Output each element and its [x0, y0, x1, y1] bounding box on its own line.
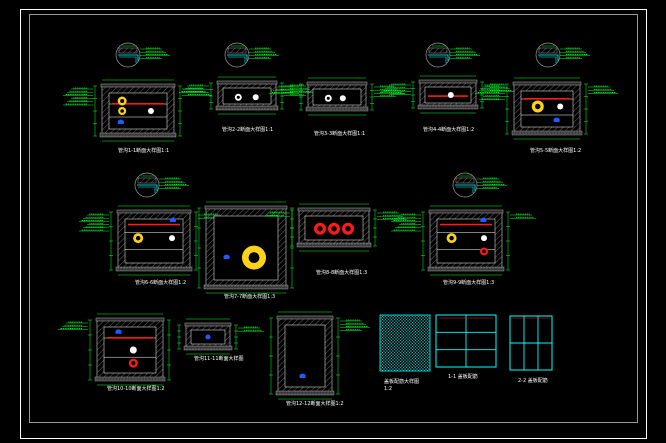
section-6-6 — [79, 172, 224, 276]
section-7-7 — [197, 201, 294, 294]
section-5-5 — [475, 42, 618, 140]
section-8-8 — [264, 203, 407, 252]
label-a4: 管沟4-4断面大样图1:2 — [423, 126, 474, 133]
section-9-9 — [391, 172, 536, 276]
label-b3: 管沟8-8断面大样图1:3 — [316, 269, 367, 276]
label-p1: 盖板配筋大样图 — [384, 378, 419, 385]
outer-frame — [20, 9, 647, 439]
section-3-3 — [269, 77, 404, 116]
label-b1: 管沟6-6断面大样图1:2 — [135, 279, 186, 286]
section-labels: 管沟1-1断面大样图1:1 管沟2-2断面大样图1:1 管沟3-3断面大样图1:… — [107, 126, 581, 407]
label-p3: 2-2 盖板配筋 — [518, 377, 548, 384]
label-a2: 管沟2-2断面大样图1:1 — [222, 126, 273, 133]
section-1-1 — [63, 42, 212, 142]
label-c3: 管沟12-12断面大样图1:2 — [286, 400, 344, 407]
cover-slab-plans — [379, 314, 553, 372]
section-details — [58, 42, 618, 400]
section-11-11 — [177, 318, 264, 355]
label-a3: 管沟3-3断面大样图1:1 — [314, 130, 365, 137]
label-p2: 1-1 盖板配筋 — [448, 373, 478, 380]
label-c1: 管沟10-10断面大样图1:2 — [107, 385, 165, 392]
section-2-2 — [179, 42, 314, 115]
section-12-12 — [269, 311, 370, 400]
label-c2: 管沟11-11断面大样图 — [194, 355, 244, 362]
label-b2: 管沟7-7断面大样图1:3 — [224, 293, 275, 300]
label-a5: 管沟5-5断面大样图1:2 — [530, 147, 581, 154]
label-b4: 管沟9-9断面大样图1:3 — [443, 279, 494, 286]
section-4-4 — [381, 42, 514, 114]
label-p1-scale: 1:2 — [384, 386, 392, 392]
section-10-10 — [58, 313, 171, 386]
label-a1: 管沟1-1断面大样图1:1 — [118, 147, 169, 154]
inner-frame — [29, 14, 638, 423]
